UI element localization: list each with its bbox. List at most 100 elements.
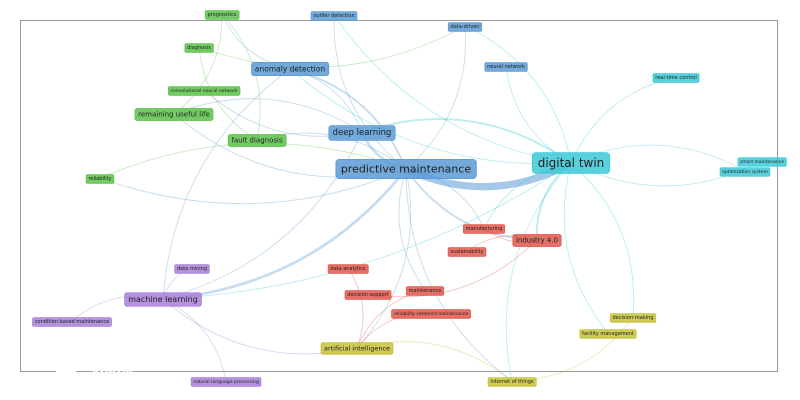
node-box-maintenance xyxy=(405,286,445,296)
node-box-outlier-detection xyxy=(310,11,358,21)
node-label-sustainability: sustainability xyxy=(450,249,483,255)
node-label-data-analytics: data analytics xyxy=(330,266,366,272)
node-box-internet-of-things xyxy=(487,377,537,387)
node-manufacturing[interactable]: manufacturing xyxy=(462,224,506,234)
edge-predictive-maintenance-to-maintenance xyxy=(398,168,426,291)
node-real-time-control[interactable]: real-time control xyxy=(652,73,700,83)
node-neural-network[interactable]: neural network xyxy=(484,62,528,72)
node-label-real-time-control: real-time control xyxy=(655,75,697,81)
node-reliability-centered-maintenance[interactable]: reliability centered maintenance xyxy=(391,309,471,319)
node-label-fault-diagnosis: fault diagnosis xyxy=(231,137,283,145)
node-label-manufacturing: manufacturing xyxy=(466,226,503,232)
edge-digital-twin-to-data-driven xyxy=(464,25,572,164)
node-anomaly-detection[interactable]: anomaly detection xyxy=(251,62,330,77)
node-remaining-useful-life[interactable]: remaining useful life xyxy=(134,108,214,121)
node-decision-making[interactable]: decision-making xyxy=(609,313,657,323)
edge-fault-diagnosis-to-diagnosis xyxy=(198,46,258,141)
node-internet-of-things[interactable]: internet of things xyxy=(487,377,537,387)
plot-frame xyxy=(20,20,778,372)
node-box-manufacturing xyxy=(462,224,506,234)
node-machine-learning[interactable]: machine learning xyxy=(124,292,202,307)
node-label-decision-support: decision support xyxy=(347,292,388,298)
node-smart-maintenance[interactable]: smart maintenance xyxy=(737,157,787,167)
node-data-analytics[interactable]: data analytics xyxy=(327,264,369,274)
edge-deep-learning-to-machine-learning xyxy=(162,131,363,300)
edge-digital-twin-to-deep-learning xyxy=(361,118,572,164)
node-box-real-time-control xyxy=(652,73,700,83)
node-label-outlier-detection: outlier detection xyxy=(313,13,354,19)
edge-digital-twin-to-internet-of-things xyxy=(505,162,572,382)
node-label-condition-based-maintenance: condition-based maintenance xyxy=(35,319,109,325)
edge-diagnosis-to-data-driven xyxy=(198,25,466,68)
node-label-remaining-useful-life: remaining useful life xyxy=(138,111,210,119)
edge-predictive-maintenance-to-outlier-detection xyxy=(333,14,407,170)
edge-digital-twin-to-neural-network xyxy=(505,65,572,164)
watermark-logo: همکاران سیستم xyxy=(36,344,156,380)
node-condition-based-maintenance[interactable]: condition-based maintenance xyxy=(32,317,112,327)
node-industry-4-0[interactable]: industry 4.0 xyxy=(512,234,562,247)
edge-digital-twin-to-facility-management xyxy=(563,162,609,334)
node-label-reliability: reliability xyxy=(88,176,111,182)
node-box-deep-learning xyxy=(328,125,396,141)
node-facility-management[interactable]: facility management xyxy=(579,329,637,339)
node-convolutional-neural-network[interactable]: convolutional neural network xyxy=(167,86,241,96)
node-box-decision-support xyxy=(344,290,392,300)
node-label-diagnosis: diagnosis xyxy=(187,45,211,51)
node-box-remaining-useful-life xyxy=(134,108,214,121)
node-box-optimization-system xyxy=(719,167,771,177)
node-data-driven[interactable]: data-driven xyxy=(447,22,483,32)
node-label-neural-network: neural network xyxy=(487,64,525,70)
node-box-sustainability xyxy=(447,247,487,257)
node-digital-twin[interactable]: digital twin xyxy=(531,152,611,174)
node-predictive-maintenance[interactable]: predictive maintenance xyxy=(335,159,477,179)
node-label-smart-maintenance: smart maintenance xyxy=(740,159,784,165)
node-prognostics[interactable]: prognostics xyxy=(204,10,240,20)
node-label-optimization-system: optimization system xyxy=(722,169,768,175)
node-box-smart-maintenance xyxy=(737,157,787,167)
node-label-anomaly-detection: anomaly detection xyxy=(255,65,325,74)
node-box-decision-making xyxy=(609,313,657,323)
edge-digital-twin-to-anomaly-detection xyxy=(289,68,572,165)
node-box-machine-learning xyxy=(124,292,202,307)
edge-layer xyxy=(71,13,763,382)
node-reliability[interactable]: reliability xyxy=(85,174,115,184)
logo-mark-icon xyxy=(56,352,76,372)
edge-internet-of-things-to-decision-making xyxy=(511,316,634,382)
node-box-data-analytics xyxy=(327,264,369,274)
node-label-facility-management: facility management xyxy=(582,331,634,337)
node-box-neural-network xyxy=(484,62,528,72)
node-box-diagnosis xyxy=(184,43,214,53)
node-label-prognostics: prognostics xyxy=(208,12,237,18)
node-label-internet-of-things: internet of things xyxy=(490,379,534,385)
node-box-data-mining xyxy=(174,264,210,274)
node-box-facility-management xyxy=(579,329,637,339)
node-outlier-detection[interactable]: outlier detection xyxy=(310,11,358,21)
node-layer: predictive maintenance digital twin deep l… xyxy=(32,10,787,387)
node-diagnosis[interactable]: diagnosis xyxy=(184,43,214,53)
node-optimization-system[interactable]: optimization system xyxy=(719,167,771,177)
node-decision-support[interactable]: decision support xyxy=(344,290,392,300)
node-box-fault-diagnosis xyxy=(227,134,287,147)
edge-digital-twin-to-decision-making xyxy=(570,162,635,318)
node-box-reliability-centered-maintenance xyxy=(391,309,471,319)
node-fault-diagnosis[interactable]: fault diagnosis xyxy=(227,134,287,147)
node-box-convolutional-neural-network xyxy=(167,86,241,96)
node-artificial-intelligence[interactable]: artificial intelligence xyxy=(320,342,394,355)
node-label-industry-4-0: industry 4.0 xyxy=(516,237,558,245)
node-natural-language-processing[interactable]: natural language processing xyxy=(190,377,262,387)
node-label-artificial-intelligence: artificial intelligence xyxy=(324,345,390,353)
node-box-data-driven xyxy=(447,22,483,32)
node-maintenance[interactable]: maintenance xyxy=(405,286,445,296)
node-data-mining[interactable]: data mining xyxy=(174,264,210,274)
node-label-data-driven: data-driven xyxy=(451,24,480,30)
edge-predictive-maintenance-to-reliability xyxy=(99,168,407,205)
node-box-anomaly-detection xyxy=(251,62,330,77)
node-deep-learning[interactable]: deep learning xyxy=(328,125,396,141)
node-box-natural-language-processing xyxy=(190,377,262,387)
edge-remaining-useful-life-to-prognostics xyxy=(173,13,223,115)
node-box-digital-twin xyxy=(531,152,611,174)
node-label-reliability-centered-maintenance: reliability centered maintenance xyxy=(394,311,469,317)
node-label-digital-twin: digital twin xyxy=(538,156,605,170)
node-sustainability[interactable]: sustainability xyxy=(447,247,487,257)
